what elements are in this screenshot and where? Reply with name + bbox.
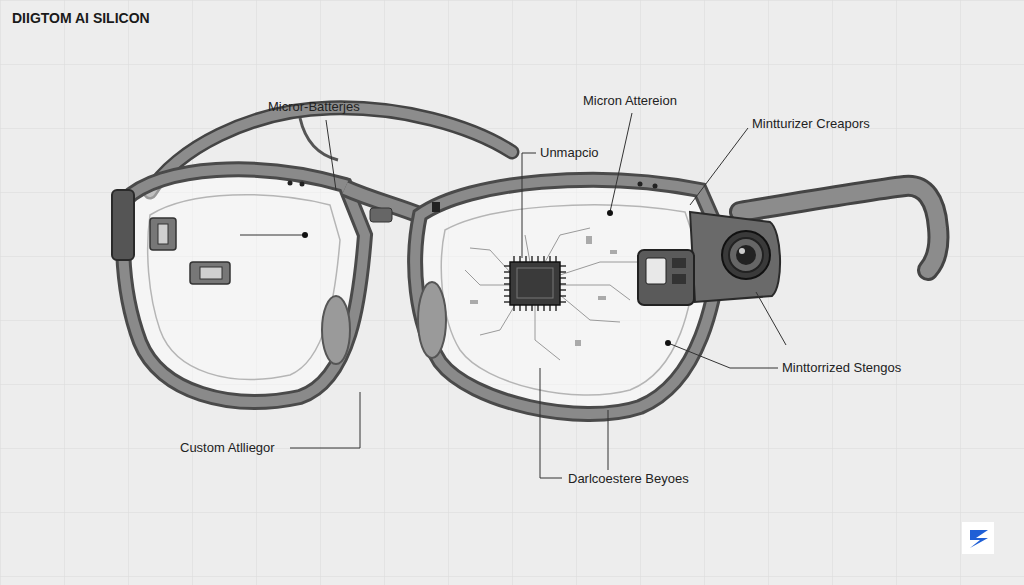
circuit-components — [470, 236, 617, 346]
lens-edge — [148, 195, 340, 380]
part-label: Minttorrized Stengos — [782, 360, 901, 376]
hinge-block — [112, 190, 134, 260]
leader-dots — [302, 210, 671, 346]
rim-dot — [653, 184, 658, 189]
bridge-sensor — [370, 208, 392, 222]
part-label: Mintturizer Creapors — [752, 116, 870, 132]
part-label: Custom Atlliegor — [180, 440, 275, 456]
part-label: Unmapcio — [540, 145, 599, 161]
rim-dot — [288, 181, 293, 186]
micro-battery — [158, 224, 168, 244]
part-label: Micron Attereion — [583, 93, 677, 109]
temple-detail — [300, 118, 338, 160]
micro-battery — [150, 218, 176, 250]
lens-rim — [415, 180, 722, 414]
lens-rim — [123, 169, 365, 401]
ai-chip — [504, 256, 566, 311]
camera-module — [638, 212, 780, 305]
logo — [962, 522, 994, 554]
rim-dot — [300, 182, 305, 187]
part-label: Darlcoestere Beyoes — [568, 471, 689, 487]
leader-lines — [240, 113, 786, 478]
diagram-title: DIIGTOM AI SILICON — [12, 9, 150, 27]
rim-dot — [638, 182, 643, 187]
nose-pad — [322, 296, 350, 364]
lens-edge — [441, 205, 698, 395]
micro-battery — [200, 267, 222, 279]
part-label: Micror-Batterjes — [268, 99, 360, 115]
circuit-traces — [465, 228, 640, 360]
lens-rim — [415, 180, 722, 414]
nose-pad — [418, 282, 446, 358]
rim-port — [432, 202, 440, 212]
lens-rim — [123, 169, 365, 401]
micro-battery — [190, 262, 230, 284]
